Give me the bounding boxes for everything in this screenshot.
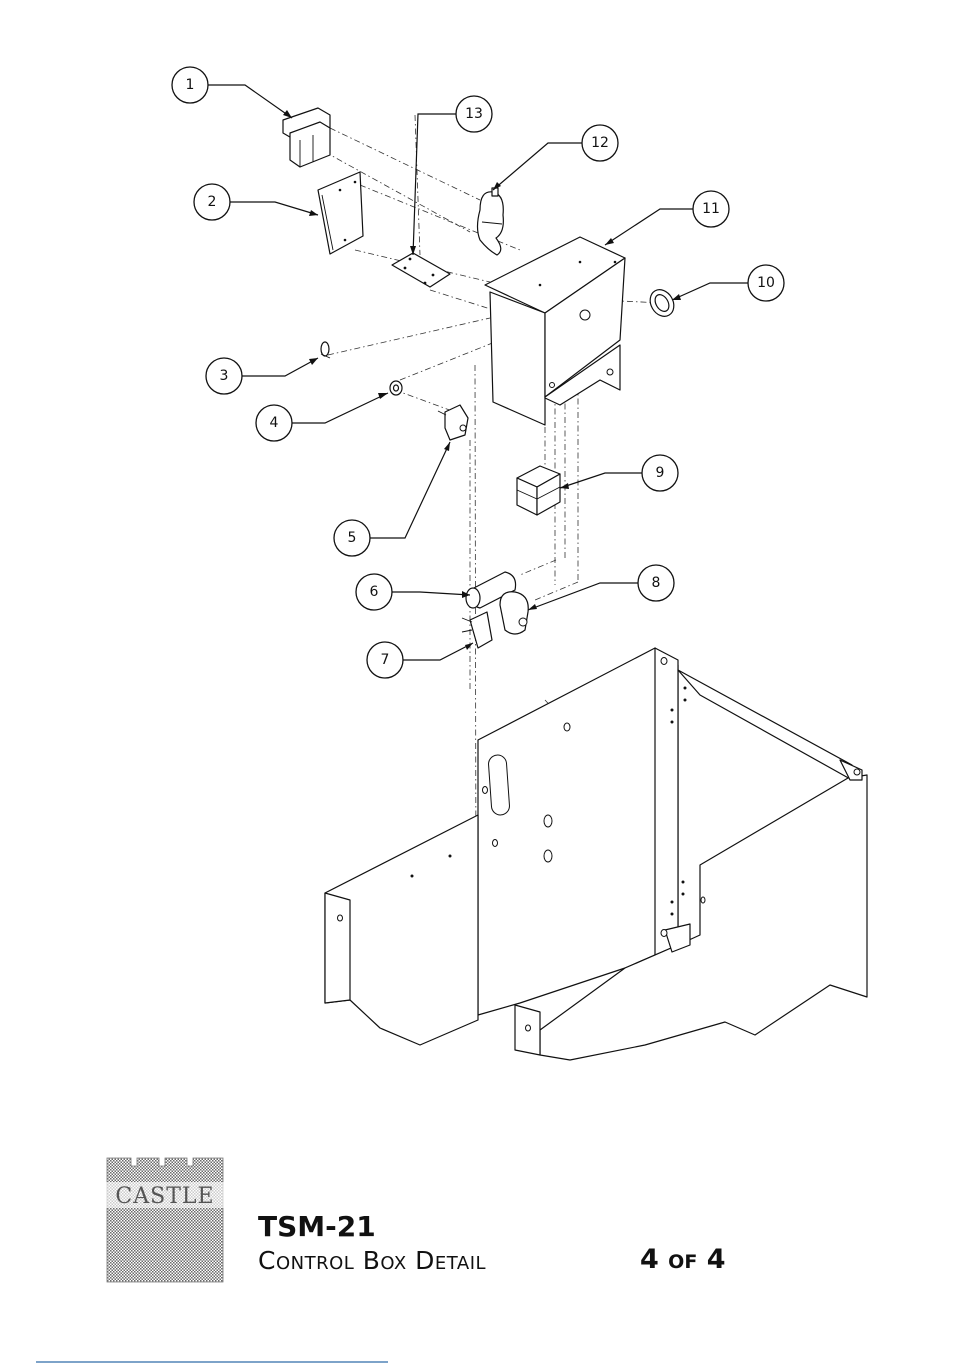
svg-text:13: 13 <box>465 106 483 122</box>
castle-logo: CASTLE <box>106 1157 224 1283</box>
svg-text:CASTLE: CASTLE <box>115 1184 214 1209</box>
svg-text:1: 1 <box>186 77 195 93</box>
svg-text:5: 5 <box>348 530 357 546</box>
callout-8: 8 <box>637 564 675 602</box>
callout-5: 5 <box>333 519 371 557</box>
svg-text:12: 12 <box>591 135 609 151</box>
callout-11: 11 <box>692 190 730 228</box>
svg-text:11: 11 <box>702 201 720 217</box>
callout-6: 6 <box>355 573 393 611</box>
drawing-title: Control Box Detail <box>258 1246 487 1275</box>
sheet-number: 4 of 4 <box>640 1244 726 1275</box>
part-6-capacitor <box>465 571 517 609</box>
bottom-rule <box>36 1361 388 1363</box>
part-2-circuit-board <box>317 171 364 255</box>
svg-text:2: 2 <box>208 194 217 210</box>
part-13-cover-plate <box>391 252 451 288</box>
part-10-grommet <box>649 289 675 317</box>
cabinet-frame <box>324 647 868 1061</box>
svg-text:3: 3 <box>220 368 229 384</box>
callout-3: 3 <box>205 357 243 395</box>
model-number: TSM-21 <box>258 1210 376 1243</box>
svg-text:10: 10 <box>757 275 775 291</box>
svg-text:4: 4 <box>270 415 279 431</box>
callout-12: 12 <box>581 124 619 162</box>
part-1-transformer <box>282 107 331 168</box>
svg-text:8: 8 <box>652 575 661 591</box>
part-9-terminal-block <box>516 465 561 516</box>
part-4-washer <box>389 380 403 396</box>
leader-lines <box>208 84 748 661</box>
svg-text:7: 7 <box>381 652 390 668</box>
part-11-control-box <box>484 236 626 426</box>
svg-text:6: 6 <box>370 584 379 600</box>
callout-13: 13 <box>455 95 493 133</box>
callout-2: 2 <box>193 183 231 221</box>
part-5-toggle-switch <box>437 404 469 441</box>
callout-7: 7 <box>366 641 404 679</box>
callout-4: 4 <box>255 404 293 442</box>
svg-text:9: 9 <box>656 465 665 481</box>
part-3-clip <box>320 341 331 359</box>
callout-1: 1 <box>171 66 209 104</box>
part-12-receptacle <box>476 187 504 256</box>
callout-9: 9 <box>641 454 679 492</box>
part-7-micro-switch <box>461 611 493 649</box>
part-8-relay <box>499 591 529 635</box>
title-block: CASTLE TSM-21 Control Box Detail 4 of 4 <box>100 1150 800 1290</box>
callout-10: 10 <box>747 264 785 302</box>
